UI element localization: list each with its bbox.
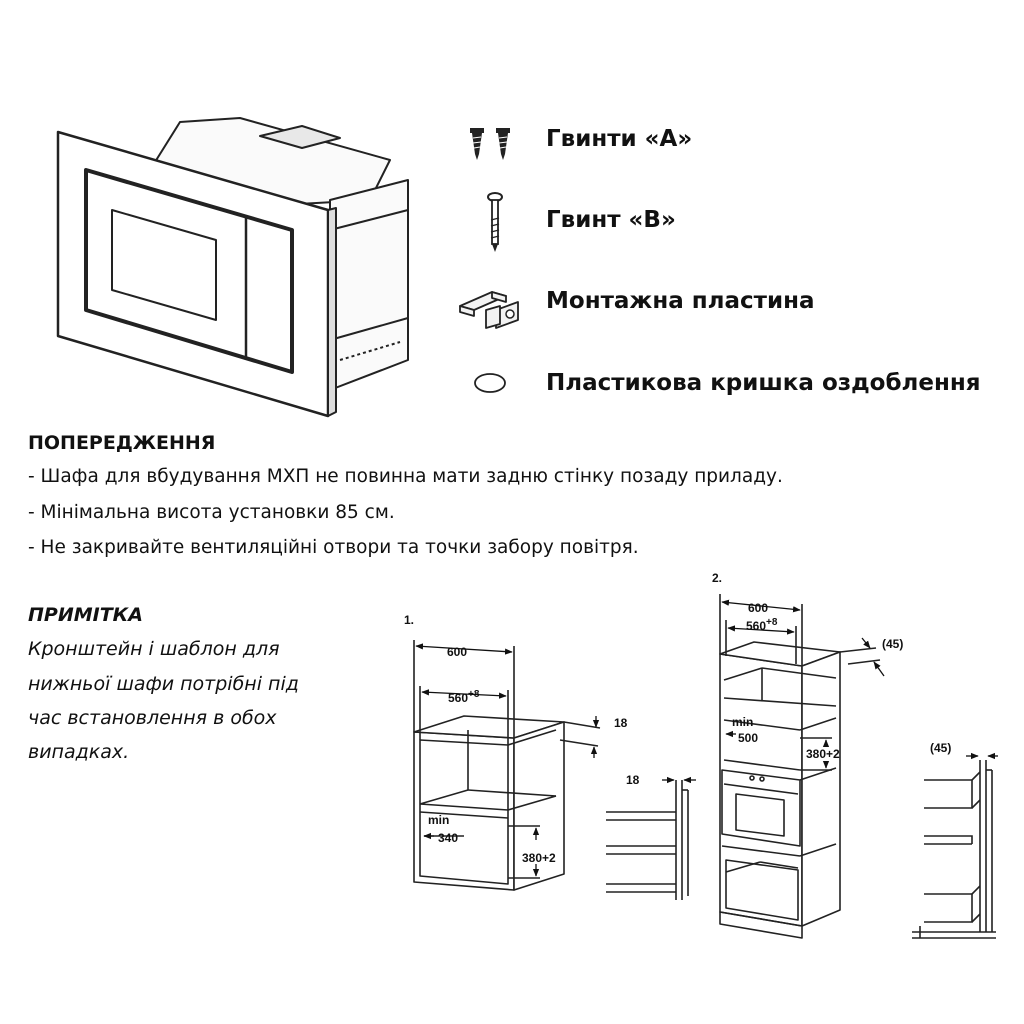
diagram-1-detail-thickness: 18 bbox=[626, 773, 640, 787]
warning-line-1: - Шафа для вбудування МХП не повинна мат… bbox=[28, 466, 783, 487]
diagram-2-back-gap: (45) bbox=[882, 637, 903, 651]
diagram-2-label: 2. bbox=[712, 571, 722, 585]
svg-text:560+8: 560+8 bbox=[448, 689, 480, 705]
note-line-2: нижньої шафи потрібні під bbox=[28, 673, 299, 695]
diagram-2-min-label: min bbox=[732, 715, 753, 729]
diagram-2 bbox=[719, 594, 881, 939]
diagram-1-side-detail bbox=[606, 780, 689, 900]
accessory-label-screws-a: Гвинти «A» bbox=[546, 126, 693, 152]
note-line-1: Кронштейн і шаблон для bbox=[28, 638, 280, 660]
accessory-label-screw-b: Гвинт «B» bbox=[546, 207, 676, 233]
diagram-1-min-value: 340 bbox=[438, 831, 458, 845]
diagram-2-min-value: 500 bbox=[738, 731, 758, 745]
diagram-1-width-outer: 600 bbox=[447, 645, 467, 659]
diagram-1-side-thickness: 18 bbox=[614, 716, 628, 730]
diagram-2-height-value: 380+2 bbox=[806, 747, 840, 761]
diagram-2-side-detail bbox=[912, 760, 996, 939]
diagram-1 bbox=[413, 640, 601, 891]
diagram-2-width-inner-tol: +8 bbox=[766, 617, 778, 628]
diagram-1-height-value: 380+2 bbox=[522, 851, 556, 865]
diagram-1-width-inner: 560 bbox=[448, 691, 468, 705]
diagram-2-detail-gap: (45) bbox=[930, 741, 951, 755]
warning-line-3: - Не закривайте вентиляційні отвори та т… bbox=[28, 537, 639, 558]
screw-b-icon bbox=[487, 192, 503, 252]
diagram-1-width-inner-tol: +8 bbox=[468, 689, 480, 700]
accessory-label-mounting-plate: Монтажна пластина bbox=[546, 288, 815, 314]
note-title: ПРИМІТКА bbox=[28, 604, 143, 626]
diagram-1-label: 1. bbox=[404, 613, 414, 627]
warning-title: ПОПЕРЕДЖЕННЯ bbox=[28, 432, 216, 454]
diagram-1-min-label: min bbox=[428, 813, 449, 827]
diagram-2-width-outer: 600 bbox=[748, 601, 768, 615]
plastic-cap-icon bbox=[474, 373, 506, 393]
microwave-illustration bbox=[56, 117, 409, 418]
mounting-plate-icon bbox=[459, 291, 519, 329]
svg-text:560+8: 560+8 bbox=[746, 617, 778, 633]
screws-a-icon bbox=[470, 128, 510, 160]
note-line-4: випадках. bbox=[28, 741, 130, 763]
note-line-3: час встановлення в обох bbox=[28, 707, 277, 729]
diagram-2-width-inner: 560 bbox=[746, 619, 766, 633]
accessory-label-plastic-cap: Пластикова кришка оздоблення bbox=[546, 370, 981, 396]
warning-line-2: - Мінімальна висота установки 85 см. bbox=[28, 502, 395, 523]
